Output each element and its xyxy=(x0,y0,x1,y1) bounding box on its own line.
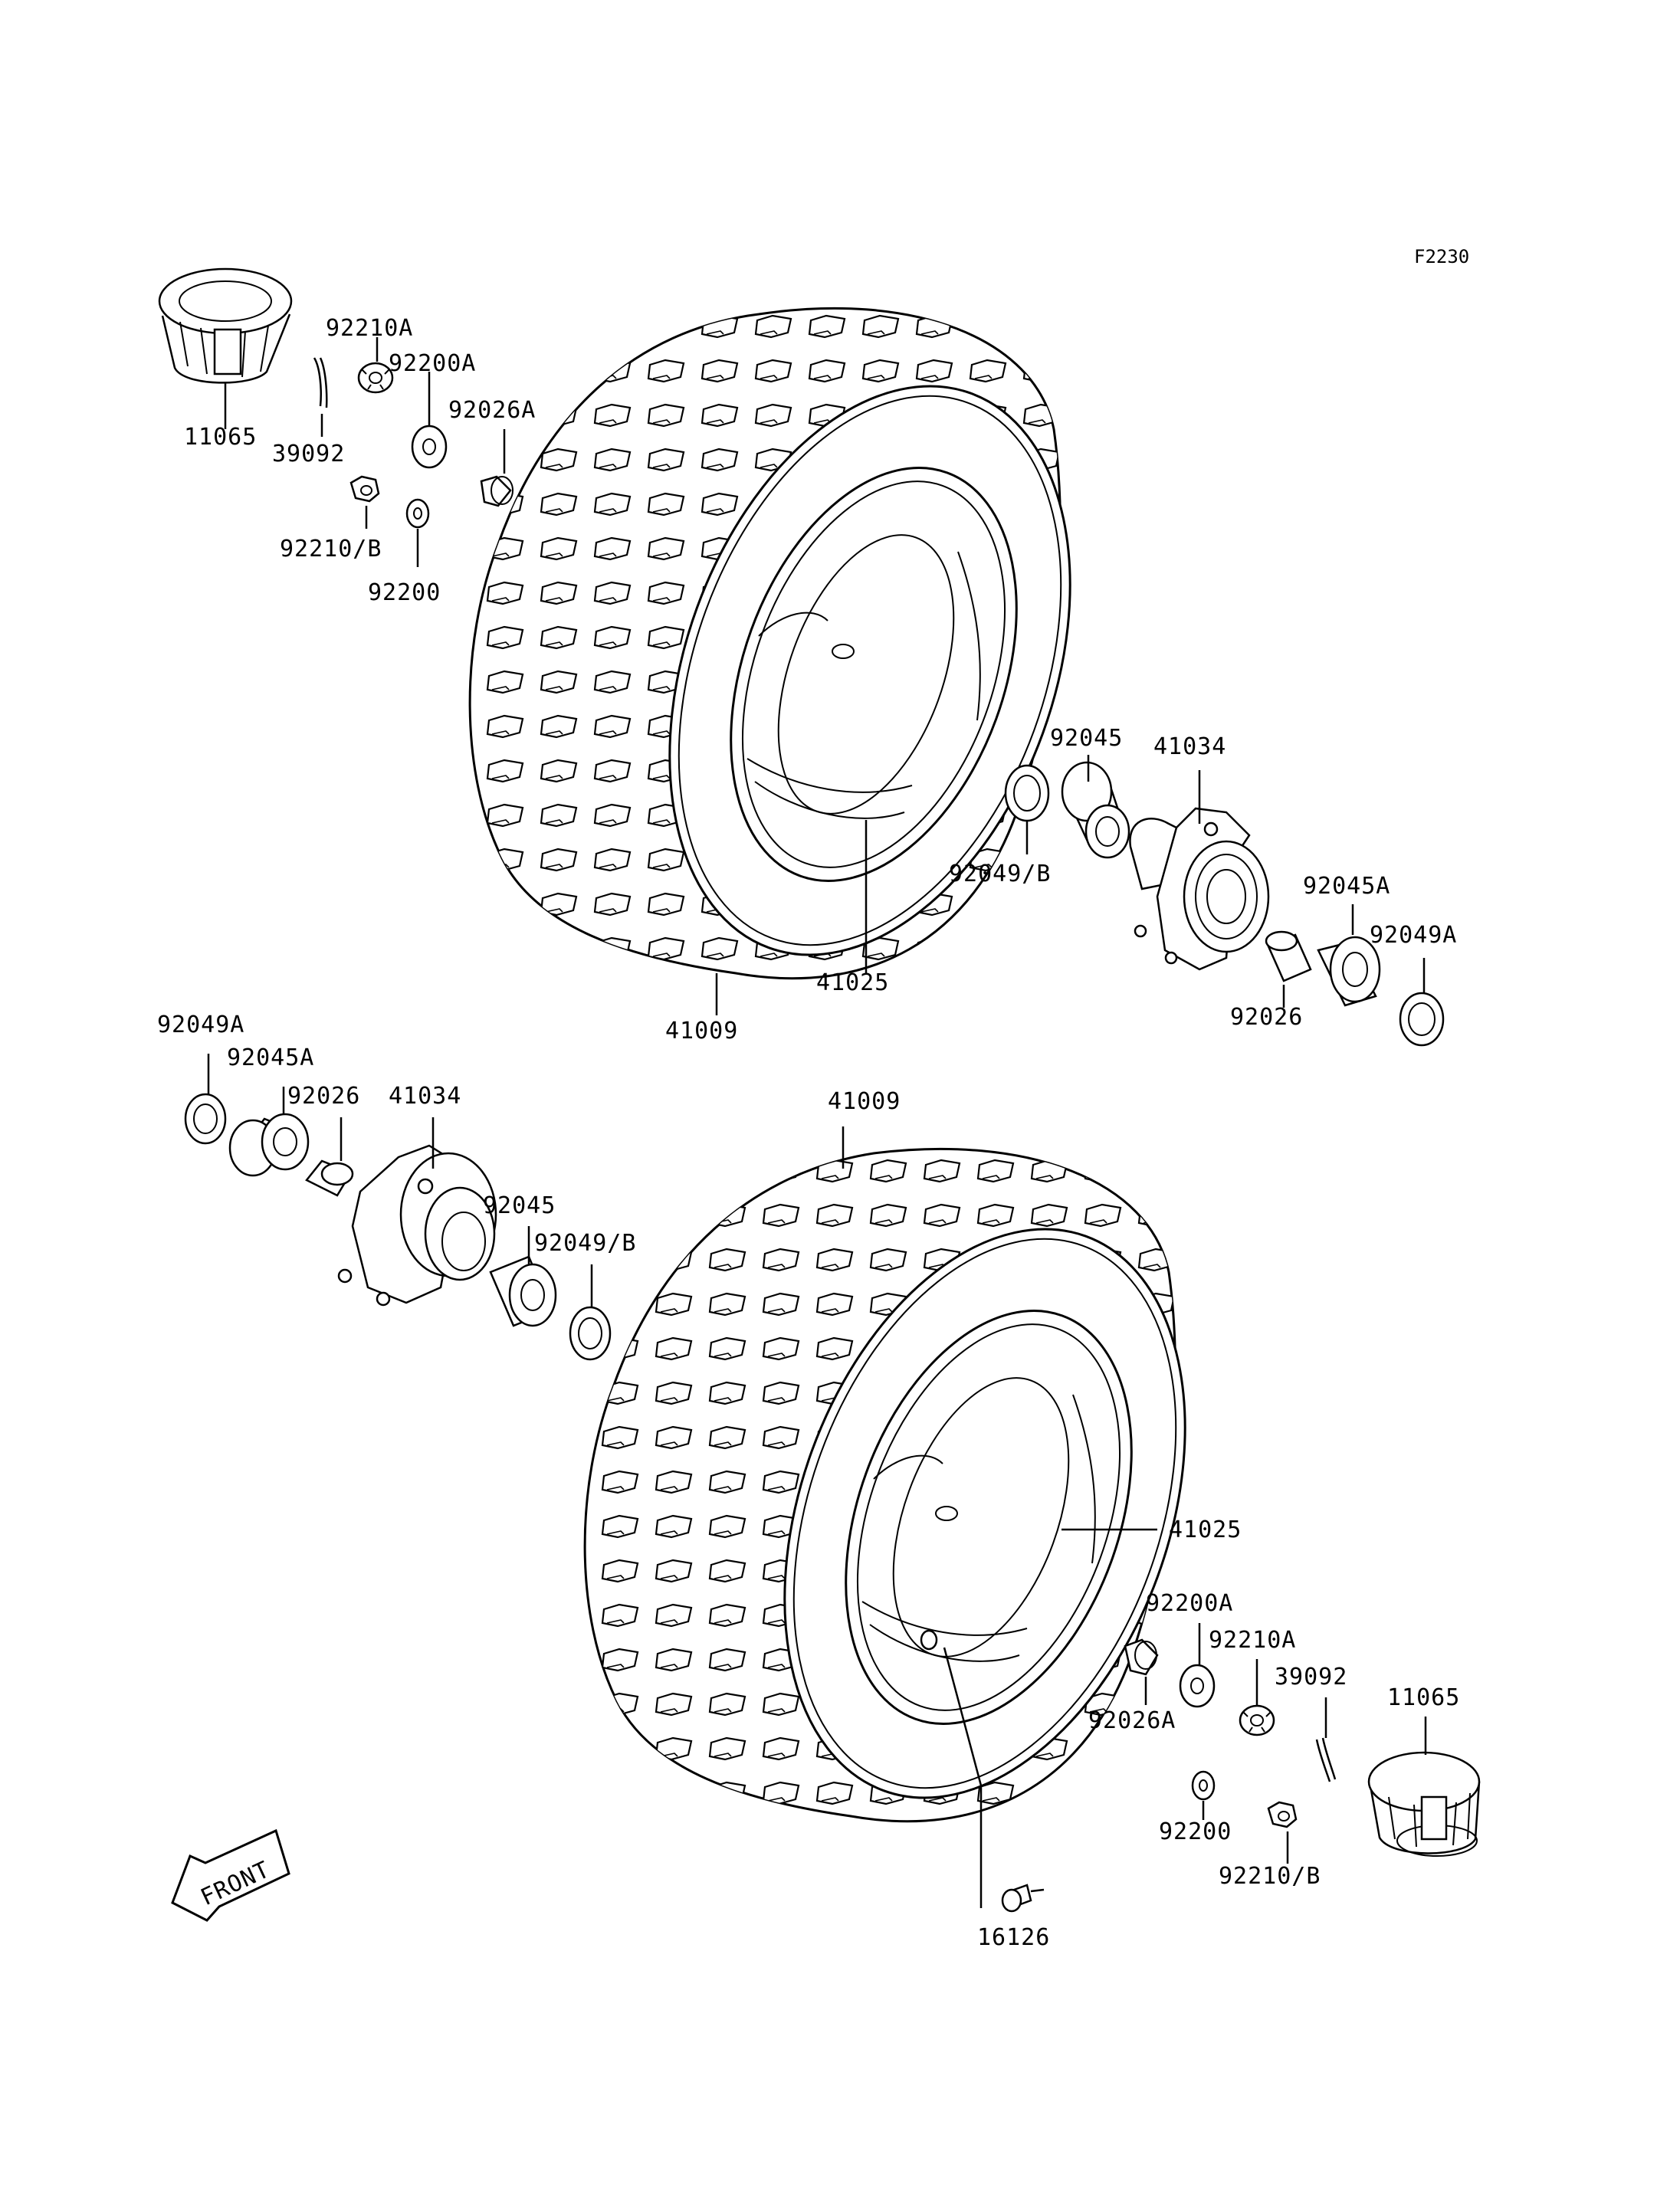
seal-92049b-top xyxy=(1004,764,1050,822)
figure-code: F2230 xyxy=(1414,246,1469,267)
collar-92026-bottom xyxy=(305,1159,354,1197)
seal-92049a-top xyxy=(1399,992,1445,1047)
label-39092-bottom: 39092 xyxy=(1275,1664,1347,1690)
washer-92200-bottom xyxy=(1191,1770,1216,1801)
label-92049a-bottom: 92049A xyxy=(157,1012,244,1038)
label-41009-top: 41009 xyxy=(665,1018,738,1044)
label-92045a-bottom: 92045A xyxy=(227,1044,314,1071)
label-41034-top: 41034 xyxy=(1153,733,1226,760)
label-92200-top: 92200 xyxy=(368,579,441,606)
label-11065-top: 11065 xyxy=(184,424,257,451)
front-arrow-icon: FRONT xyxy=(171,1828,290,1922)
bearing-92045a-bottom xyxy=(228,1113,310,1177)
label-92026-bottom: 92026 xyxy=(287,1083,360,1110)
bearing-92045-top xyxy=(1061,761,1130,859)
label-92049b-bottom: 92049/B xyxy=(534,1230,636,1257)
nut-92210b-bottom xyxy=(1267,1801,1298,1828)
label-92045-bottom: 92045 xyxy=(483,1192,556,1219)
label-92045-top: 92045 xyxy=(1050,725,1123,752)
label-41025-bottom: 41025 xyxy=(1169,1517,1242,1543)
label-16126: 16126 xyxy=(977,1924,1050,1951)
label-92210a-bottom: 92210A xyxy=(1209,1627,1296,1654)
seal-92049a-bottom xyxy=(184,1093,227,1145)
label-41009-bottom: 41009 xyxy=(828,1088,901,1115)
top-wheel-assembly xyxy=(158,267,1445,1047)
washer-92200a-bottom xyxy=(1179,1664,1216,1708)
label-41025-top: 41025 xyxy=(816,969,889,996)
label-92026a-bottom: 92026A xyxy=(1088,1707,1176,1734)
washer-92200-top xyxy=(405,498,430,529)
cotter-pin-39092-bottom xyxy=(1315,1737,1337,1782)
part-labels: 11065 39092 92210A 92200A 92026A 92210/B… xyxy=(157,315,1460,1951)
valve-16126 xyxy=(1001,1884,1045,1913)
label-92049b-top: 92049/B xyxy=(949,861,1051,887)
label-92200a-bottom: 92200A xyxy=(1146,1590,1233,1617)
label-92210a-top: 92210A xyxy=(326,315,413,342)
label-39092-top: 39092 xyxy=(272,441,345,467)
bearing-92045-bottom xyxy=(489,1255,557,1327)
label-41034-bottom: 41034 xyxy=(389,1083,461,1110)
label-92200a-top: 92200A xyxy=(389,350,476,377)
hub-cap-11065-top xyxy=(158,267,293,384)
castle-nut-92210a-bottom xyxy=(1239,1704,1275,1736)
label-92200-bottom: 92200 xyxy=(1159,1818,1232,1845)
collar-92026a-bottom xyxy=(1124,1638,1159,1676)
bearing-92045a-top xyxy=(1317,936,1381,1007)
castle-nut-92210a-top xyxy=(357,362,394,394)
label-92026-top: 92026 xyxy=(1230,1004,1303,1031)
seal-92049b-bottom xyxy=(569,1306,612,1361)
nut-92210b-top xyxy=(349,475,380,503)
label-92045a-top: 92045A xyxy=(1303,873,1390,900)
collar-92026-top xyxy=(1265,930,1312,982)
label-92210b-top: 92210/B xyxy=(280,536,382,562)
label-92049a-top: 92049A xyxy=(1370,922,1457,949)
tire-bottom xyxy=(583,1148,1186,1823)
label-92026a-top: 92026A xyxy=(448,397,536,424)
hub-41034-top xyxy=(1129,807,1270,971)
hub-cap-11065-bottom xyxy=(1367,1751,1481,1857)
collar-92026a-top xyxy=(480,475,514,507)
bottom-wheel-assembly xyxy=(184,1054,1481,1913)
label-11065-bottom: 11065 xyxy=(1387,1684,1460,1711)
hub-41034-bottom xyxy=(337,1144,497,1307)
washer-92200a-top xyxy=(411,425,448,469)
tire-top xyxy=(468,307,1071,980)
cotter-pin-39092-top xyxy=(313,357,328,408)
label-92210b-bottom: 92210/B xyxy=(1219,1863,1321,1890)
